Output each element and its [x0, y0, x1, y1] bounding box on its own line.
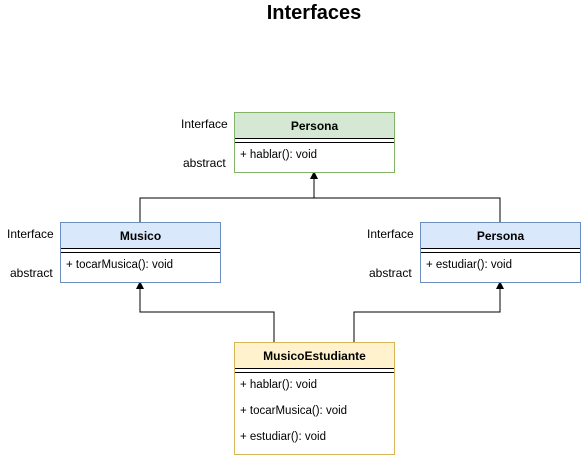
class-box-persona-right[interactable]: Persona + estudiar(): void: [420, 222, 581, 283]
separator: [421, 249, 580, 253]
modifier-label-persona-top: abstract: [183, 156, 226, 170]
modifier-label-persona-right: abstract: [369, 266, 412, 280]
separator: [61, 249, 220, 253]
method: + tocarMusica(): void: [240, 405, 348, 417]
stereotype-label-persona-top: Interface: [181, 117, 228, 131]
stereotype-label-musico: Interface: [7, 227, 54, 241]
class-name: MusicoEstudiante: [235, 343, 394, 369]
edge-musicoestudiante-to-persona-right: [353, 281, 504, 342]
diagram-title: Interfaces: [266, 2, 362, 24]
edge-musico-to-persona: [139, 171, 318, 222]
edge-persona-right-to-persona: [314, 197, 501, 222]
separator: [235, 369, 394, 373]
method: + estudiar(): void: [426, 259, 512, 271]
class-name: Persona: [235, 113, 394, 139]
class-name: Musico: [61, 223, 220, 249]
modifier-label-musico: abstract: [10, 266, 53, 280]
edge-musicoestudiante-to-musico: [136, 281, 275, 342]
method: + hablar(): void: [240, 149, 318, 161]
method: + hablar(): void: [240, 379, 318, 391]
method: + estudiar(): void: [240, 431, 326, 443]
method: + tocarMusica(): void: [66, 259, 174, 271]
class-box-musico-estudiante[interactable]: MusicoEstudiante + hablar(): void + toca…: [234, 342, 395, 455]
separator: [235, 139, 394, 143]
class-box-musico[interactable]: Musico + tocarMusica(): void: [60, 222, 221, 283]
class-name: Persona: [421, 223, 580, 249]
class-box-persona-top[interactable]: Persona + hablar(): void: [234, 112, 395, 173]
stereotype-label-persona-right: Interface: [367, 227, 414, 241]
